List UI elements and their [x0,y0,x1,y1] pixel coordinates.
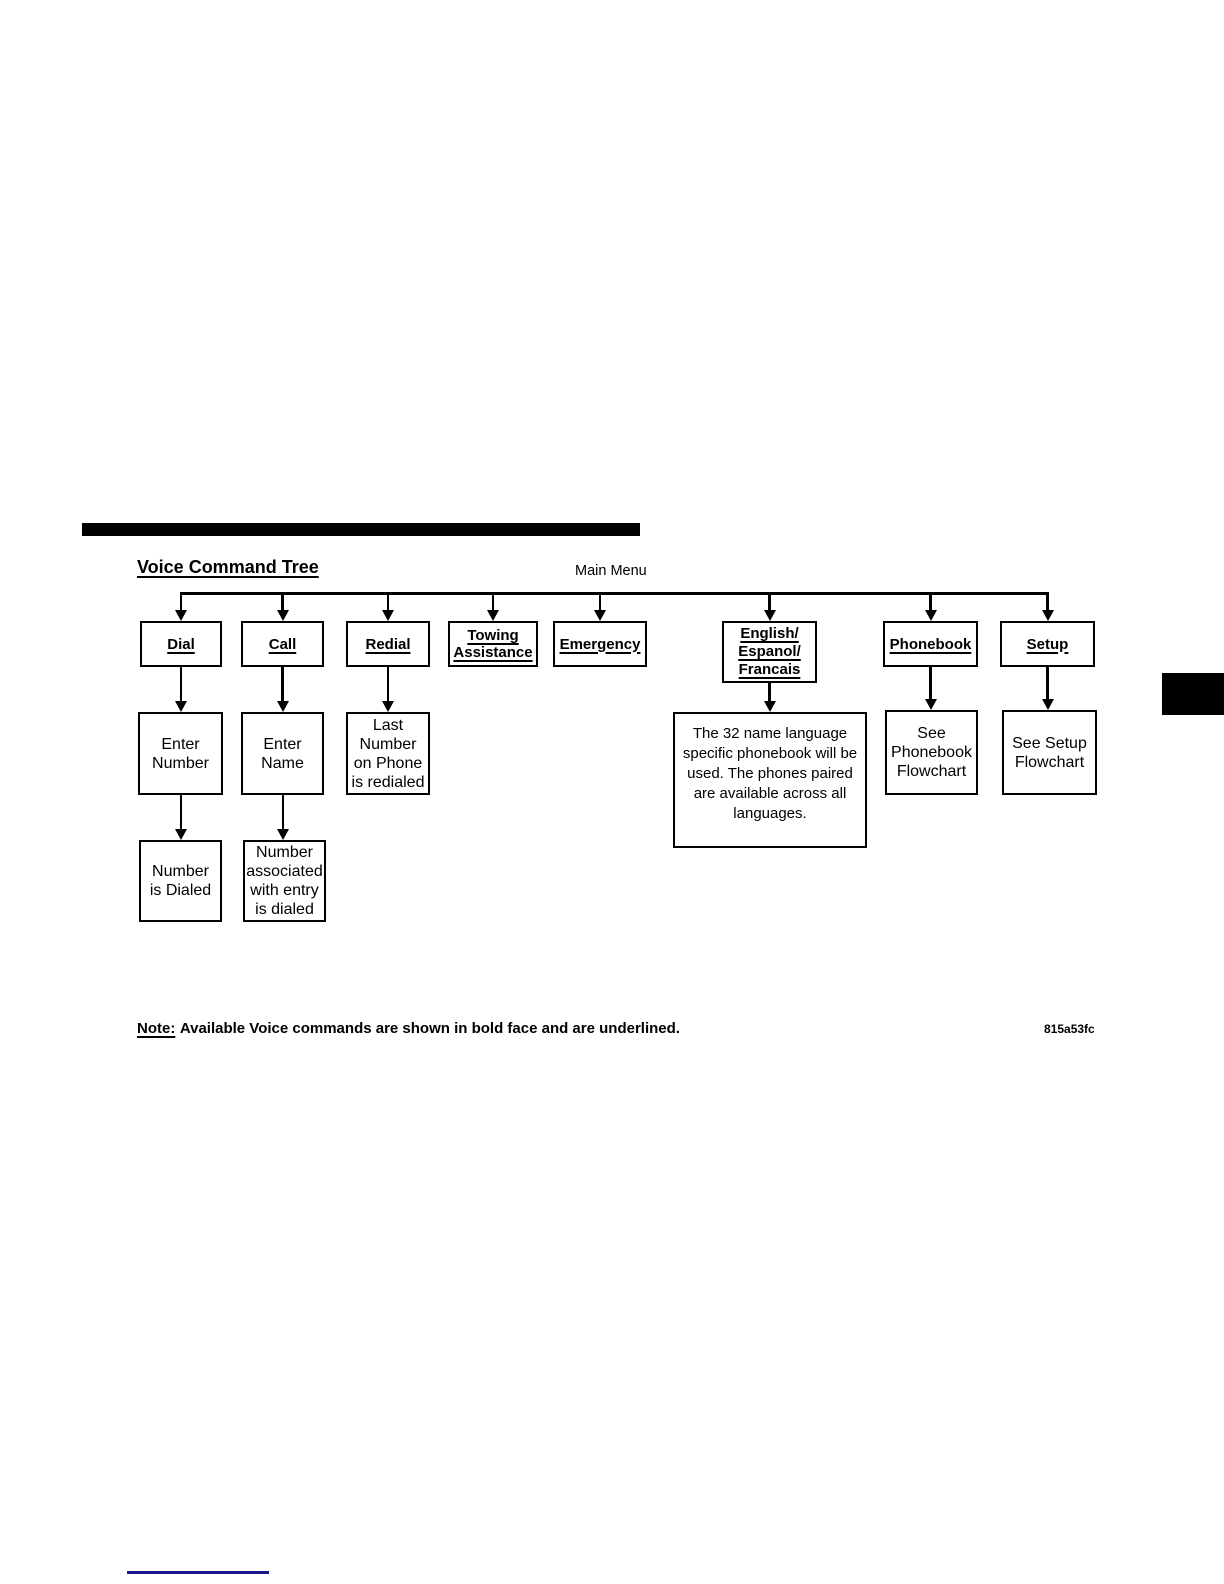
arrow-to-redial [386,592,390,610]
arrow-to-emergency [598,592,602,610]
node-language-note: The 32 name language specific phonebook … [673,712,867,848]
arrow-enter-number-down [179,795,183,829]
arrow-to-setup [1046,592,1049,610]
section-heading-bar [82,523,640,536]
node-number-associated-dialed: Number associated with entry is dialed [243,840,326,922]
main-menu-label: Main Menu [575,563,647,579]
arrow-to-phonebook [929,592,932,610]
node-language: English/ Espanol/ Francais [722,621,817,683]
node-redial: Redial [346,621,430,667]
page-edge-tab [1162,673,1224,715]
node-towing-assistance: Towing Assistance [448,621,538,667]
arrow-dial-down [179,667,183,701]
arrow-setup-down [1046,667,1049,699]
node-dial: Dial [140,621,222,667]
arrow-call-down [281,667,284,701]
arrow-to-language [768,592,771,610]
node-setup: Setup [1000,621,1095,667]
node-last-number-redialed: Last Number on Phone is redialed [346,712,430,795]
footnote: Note:Available Voice commands are shown … [137,1020,680,1037]
node-enter-number: Enter Number [138,712,223,795]
footer-link-rule [127,1571,269,1574]
figure-code: 815a53fc [1044,1022,1095,1036]
footnote-label: Note: [137,1020,176,1037]
node-number-is-dialed: Number is Dialed [139,840,222,922]
arrow-language-down [768,683,771,701]
node-see-setup-flowchart: See Setup Flowchart [1002,710,1097,795]
arrow-to-dial [179,592,183,610]
node-emergency: Emergency [553,621,647,667]
arrow-enter-name-down [281,795,285,829]
diagram-title: Voice Command Tree [137,557,319,577]
arrow-phonebook-down [929,667,932,699]
arrow-to-call [281,592,284,610]
arrow-to-towing [491,592,495,610]
node-see-phonebook-flowchart: See Phonebook Flowchart [885,710,978,795]
node-enter-name: Enter Name [241,712,324,795]
footnote-text: Available Voice commands are shown in bo… [179,1020,680,1037]
arrow-redial-down [386,667,390,701]
node-phonebook: Phonebook [883,621,978,667]
main-menu-line [179,592,1049,595]
node-call: Call [241,621,324,667]
